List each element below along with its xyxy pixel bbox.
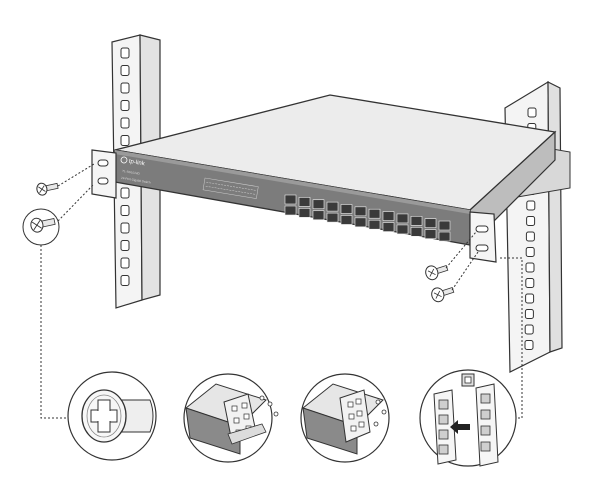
rail-slot bbox=[120, 275, 130, 286]
rail-slot bbox=[120, 257, 130, 269]
ethernet-port bbox=[298, 197, 311, 207]
screw-icon bbox=[259, 395, 265, 401]
rail-slot bbox=[480, 393, 491, 404]
rail-slot bbox=[120, 240, 130, 251]
ethernet-port bbox=[382, 211, 395, 221]
rail-slot bbox=[438, 399, 449, 410]
rail-slot bbox=[480, 409, 491, 420]
rail-slot bbox=[120, 47, 130, 59]
led-panel bbox=[202, 177, 259, 199]
rail-slot bbox=[525, 278, 535, 288]
rail-slot bbox=[120, 82, 130, 94]
screw-icon bbox=[36, 182, 59, 196]
rail-slot bbox=[358, 421, 365, 428]
rail-slot bbox=[525, 231, 535, 242]
detail-cage-nut-angled bbox=[300, 373, 390, 463]
ethernet-port bbox=[312, 199, 325, 210]
ethernet-port bbox=[396, 213, 409, 224]
ethernet-port bbox=[424, 229, 437, 239]
ethernet-port bbox=[326, 212, 339, 223]
screw-icon bbox=[375, 399, 381, 405]
rail-slot bbox=[120, 222, 130, 234]
description-label: 24-Port Gigabit Switch bbox=[121, 176, 151, 185]
ethernet-port bbox=[340, 204, 353, 214]
detail-screw-closeup bbox=[67, 371, 157, 461]
rail-slot bbox=[347, 401, 354, 408]
rail-slot bbox=[526, 216, 536, 226]
ethernet-port bbox=[438, 220, 451, 231]
left-ear-hole-bottom bbox=[97, 177, 109, 185]
rail-slot bbox=[350, 425, 357, 432]
rail-slot bbox=[355, 398, 362, 405]
right-ear-hole-top bbox=[475, 225, 489, 233]
rail-slot bbox=[233, 417, 240, 424]
rail-slot bbox=[438, 444, 449, 455]
ethernet-ports bbox=[284, 194, 451, 242]
right-ear-hole-bottom bbox=[475, 244, 489, 252]
rail-slot bbox=[525, 247, 535, 257]
ethernet-port bbox=[284, 194, 297, 205]
detail-cage-nut-front bbox=[183, 373, 279, 463]
screw-icon bbox=[267, 401, 273, 407]
rail-slot bbox=[524, 324, 534, 335]
rail-slot bbox=[438, 414, 449, 425]
network-switch: tp-link TL-SG1024D 24-Port Gigabit Switc… bbox=[91, 94, 571, 263]
ethernet-port bbox=[354, 206, 367, 217]
ethernet-port bbox=[284, 205, 297, 216]
rail-slot bbox=[243, 413, 250, 420]
ethernet-port bbox=[382, 222, 395, 232]
ethernet-port bbox=[368, 208, 381, 219]
rail-slot bbox=[524, 340, 534, 350]
rail-slot bbox=[120, 135, 130, 146]
rail-slot bbox=[525, 262, 535, 273]
rail-slot bbox=[120, 117, 130, 129]
ethernet-port bbox=[326, 201, 339, 212]
screw-icon bbox=[425, 264, 449, 281]
ethernet-port bbox=[368, 219, 381, 230]
ethernet-port bbox=[396, 224, 409, 235]
arrow-left-icon bbox=[450, 420, 470, 434]
ethernet-port bbox=[354, 217, 367, 228]
left-rack-rail bbox=[111, 34, 161, 309]
left-ear-hole-top bbox=[97, 159, 109, 167]
ethernet-port bbox=[312, 210, 325, 221]
rail-slot bbox=[524, 309, 534, 319]
model-label: TL-SG1024D bbox=[122, 169, 141, 176]
screw-icon bbox=[273, 411, 279, 417]
rail-slot bbox=[120, 100, 130, 111]
rail-slot bbox=[527, 107, 537, 118]
ethernet-port bbox=[410, 215, 423, 226]
rail-slot bbox=[241, 402, 248, 409]
rail-slot bbox=[480, 425, 491, 436]
rail-slot bbox=[120, 187, 130, 199]
rail-slot bbox=[480, 441, 491, 452]
rail-slot bbox=[231, 405, 238, 412]
rail-slot bbox=[348, 413, 355, 420]
screw-icon bbox=[431, 286, 455, 303]
ethernet-port bbox=[410, 226, 423, 237]
rail-slot bbox=[120, 65, 130, 76]
ethernet-port bbox=[340, 215, 353, 225]
rail-slot bbox=[525, 293, 535, 304]
screw-icon bbox=[381, 409, 387, 415]
rail-slot bbox=[438, 429, 449, 440]
rail-slot bbox=[356, 410, 363, 417]
rail-slot bbox=[120, 205, 130, 216]
ethernet-port bbox=[424, 218, 437, 228]
rail-slot bbox=[526, 200, 536, 211]
brand-logo: tp-link bbox=[128, 159, 146, 168]
screw-icon bbox=[30, 217, 56, 233]
detail-cage-nut-insertion bbox=[419, 369, 517, 467]
ethernet-port bbox=[438, 231, 451, 242]
ethernet-port bbox=[298, 208, 311, 218]
screw-icon bbox=[373, 421, 379, 427]
